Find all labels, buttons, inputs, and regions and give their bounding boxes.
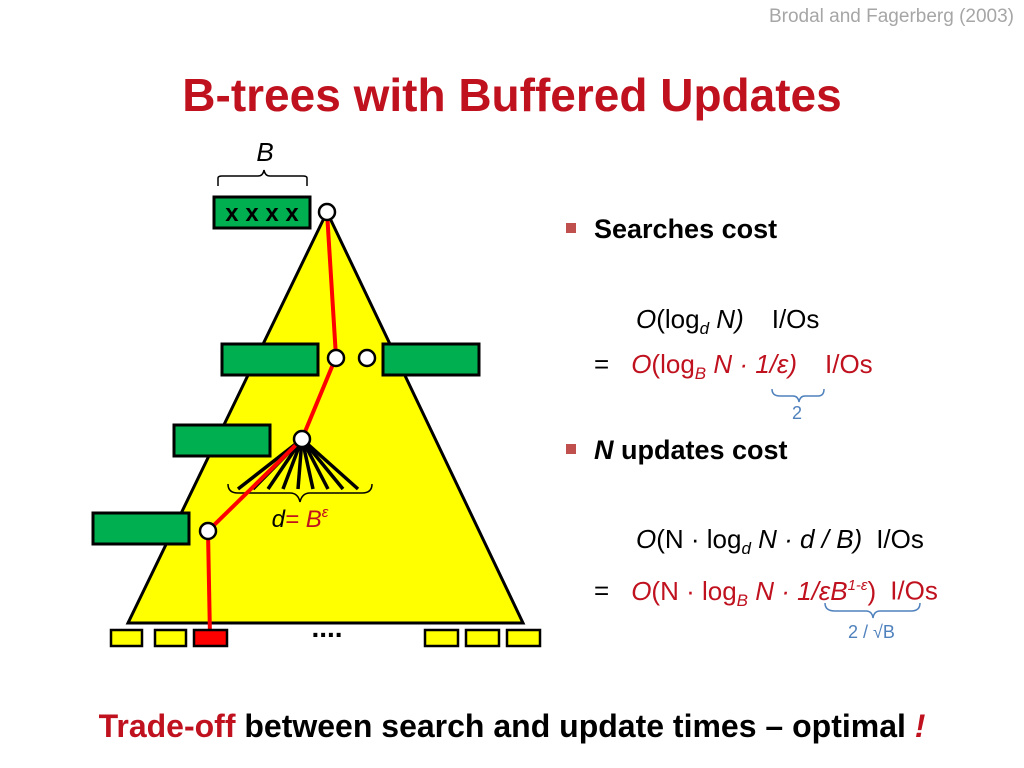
leaves-ellipsis: .... <box>311 612 342 643</box>
root-buffer-contents: x x x x <box>225 200 299 227</box>
updates-heading: N updates cost <box>566 435 788 466</box>
leaf <box>423 628 460 648</box>
leaf-highlighted <box>192 628 229 648</box>
node-level1-a <box>326 348 346 368</box>
searches-brace <box>771 388 825 403</box>
buffer-level1-left <box>220 342 320 377</box>
fanout-label: d= Bε <box>272 504 329 533</box>
buffer-label: B <box>256 137 273 167</box>
bullet-icon <box>566 222 576 233</box>
searches-line1: O(logd N)I/Os <box>636 304 820 339</box>
searches-line2: =O(logB N · 1/ε)I/Os <box>594 349 873 384</box>
citation: Brodal and Fagerberg (2003) <box>768 6 1014 27</box>
updates-line2: =O(N · logB N · 1/εB1-ε)I/Os <box>594 575 938 610</box>
updates-brace-note: 2 / √B <box>848 622 895 642</box>
leaves <box>109 628 542 648</box>
slide-title: B-trees with Buffered Updates <box>182 69 842 121</box>
leaf <box>464 628 501 648</box>
searches-brace-note: 2 <box>792 403 803 423</box>
root-node <box>317 202 337 222</box>
leaf <box>153 628 188 648</box>
root-buffer <box>212 195 312 230</box>
buffer-level3 <box>91 511 191 546</box>
buffer-brace <box>217 169 308 186</box>
tree-triangle <box>125 208 526 625</box>
node-level1-b <box>357 348 377 368</box>
buffer-level2 <box>172 423 272 458</box>
leaf <box>505 628 542 648</box>
updates-line1: O(N · logd N · d / B)I/Os <box>636 524 924 559</box>
bullet-icon <box>566 443 576 454</box>
searches-heading: Searches cost <box>566 214 777 245</box>
conclusion: Trade-off between search and update time… <box>98 708 926 744</box>
node-level2 <box>292 429 312 449</box>
updates-brace <box>824 602 921 619</box>
node-level3 <box>198 521 218 541</box>
buffer-level1-right <box>381 342 481 377</box>
leaf <box>109 628 144 648</box>
fanout-brace <box>227 483 373 503</box>
